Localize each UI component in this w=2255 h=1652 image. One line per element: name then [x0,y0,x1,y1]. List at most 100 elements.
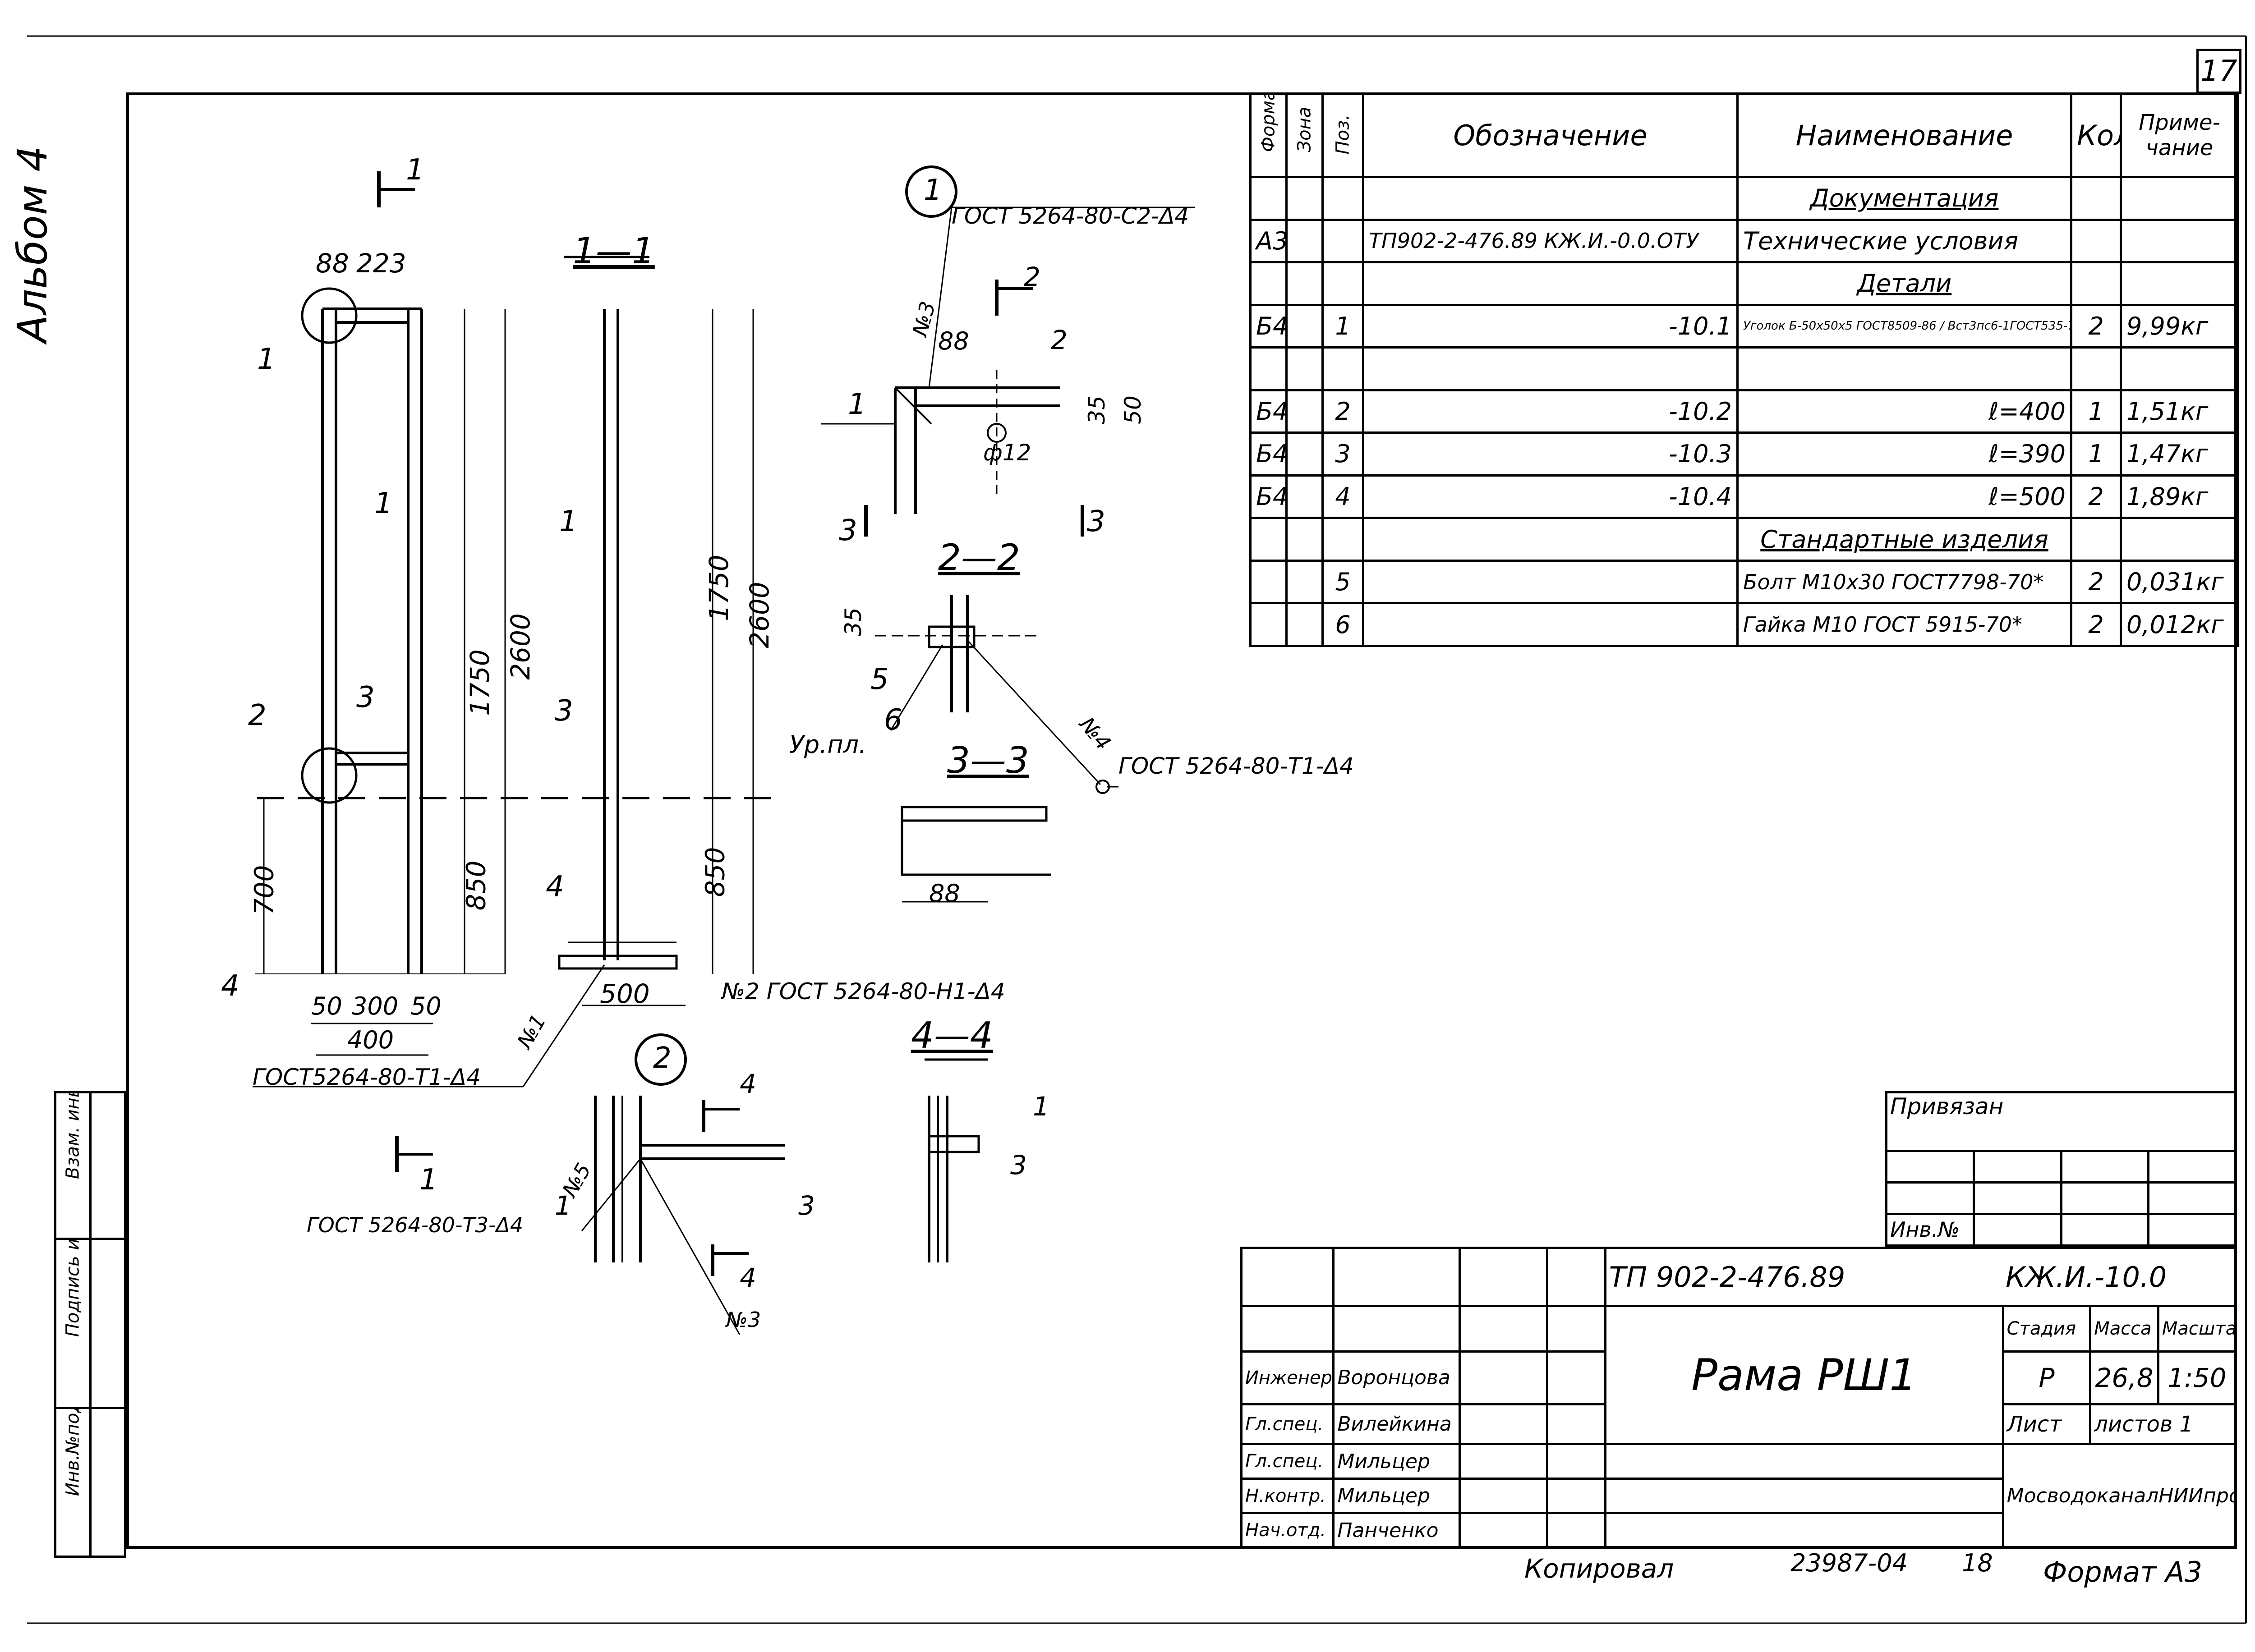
organization: МосводоканалНИИпроект [2002,1443,2237,1549]
callout-pos-3-node2: 3 [798,1190,815,1221]
tied-inv: Инв.№ [1885,1212,1975,1247]
footer-sheet: 18 [1962,1549,1993,1577]
dim-300: 300 [352,992,399,1020]
stage-value: Р [2002,1350,2092,1406]
dim-88-section3: 88 [929,879,960,908]
side-stamp-cell: Инв.№подл. [54,1407,92,1558]
node-1-label: 1 [924,174,942,207]
header-zone: Зона [1285,92,1324,178]
spec-header-row: Формат Зона Поз. Обозначение Наименовани… [1249,92,2239,178]
dim-400: 400 [347,1026,394,1054]
cut-mark-2b: 2 [1051,325,1068,355]
header-format: Формат [1249,92,1288,178]
mass-header: Масса [2089,1305,2159,1353]
person-name: Воронцова [1332,1350,1461,1406]
callout-pos-2: 2 [248,699,267,732]
dim-2600-b: 2600 [744,582,775,648]
role: Гл.спец. [1240,1443,1335,1480]
weld-note-t3: ГОСТ 5264-80-Т3-Δ4 [307,1213,524,1237]
tied-title: Привязан [1885,1091,2236,1152]
callout-pos-1-section: 1 [559,505,578,538]
level-label: Ур.пл. [789,730,867,759]
specification-table: Формат Зона Поз. Обозначение Наименовани… [1249,92,2239,647]
dim-35-node2: 35 [840,607,866,636]
project-code: ТП 902-2-476.89 [1604,1246,2003,1308]
table-row: Стандартные изделия [1249,517,2239,562]
weld-num-3b: №3 [726,1308,761,1332]
section-1-1-title: 1—1 [573,230,655,272]
role: Инженер [1240,1350,1335,1406]
tied-block: Привязан Инв.№ [1885,1091,2237,1247]
dim-850-b: 850 [700,847,731,897]
person-name: Панченко [1332,1512,1461,1549]
cut-mark-1-top: 1 [406,153,424,187]
section-4-4-title: 4—4 [911,1014,993,1056]
weld-note-t1-base: ГОСТ5264-80-Т1-Δ4 [253,1064,481,1090]
callout-pos-3-section4: 3 [1010,1150,1027,1180]
callout-pos-1-section4: 1 [1033,1091,1049,1122]
section-heading: Детали [1736,261,2072,306]
section-3-3-title: 3—3 [947,739,1029,781]
callout-pos-3: 3 [356,681,375,714]
node-2-label: 2 [653,1042,672,1075]
role: Н.контр. [1240,1477,1335,1514]
dim-d12: ф12 [983,440,1031,466]
drawing-title: Рама РШ1 [1604,1305,2004,1446]
callout-pos-1-node1: 1 [848,388,866,421]
table-row [1249,346,2239,391]
callout-pos-5: 5 [870,663,889,696]
header-note: Приме-чание [2120,92,2239,178]
footer-format: Формат А3 [2043,1556,2203,1588]
weld-note-c2: ГОСТ 5264-80-С2-Δ4 [952,203,1189,229]
dim-88: 88 [316,248,349,279]
sheets-count: листов 1 [2089,1403,2237,1446]
role: Нач.отд. [1240,1512,1335,1549]
weld-note-h1: №2 ГОСТ 5264-80-Н1-Δ4 [722,978,1005,1005]
mass-value: 26,8 [2089,1350,2159,1406]
dim-50-right: 50 [410,992,442,1020]
person-name: Вилейкина [1332,1403,1461,1446]
cut-mark-1-bottom: 1 [419,1163,438,1197]
dim-223: 223 [356,248,406,279]
callout-pos-3-section: 3 [555,694,573,728]
side-stamp: Взам. инв.№ Подпись и дата Инв.№подл. [54,1091,126,1558]
cut-mark-2: 2 [1024,262,1040,292]
sheet-label: Лист [2002,1403,2092,1446]
weld-note-t1: ГОСТ 5264-80-Т1-Δ4 [1118,753,1354,779]
title-block: ТП 902-2-476.89 КЖ.И.-10.0 Рама РШ1 Стад… [1240,1246,2237,1549]
stage-header: Стадия [2002,1305,2092,1353]
dim-700: 700 [249,865,280,915]
person-name: Мильцер [1332,1443,1461,1480]
scale-header: Масштаб [2157,1305,2237,1353]
side-stamp-cell: Подпись и дата [54,1238,92,1409]
callout-pos-4: 4 [221,969,239,1003]
drawing-frame [126,92,2237,1549]
callout-pos-6: 6 [884,703,902,737]
table-row: Детали [1249,261,2239,306]
person-name: Мильцер [1332,1477,1461,1514]
scale-value: 1:50 [2157,1350,2237,1406]
dim-50-node1: 50 [1119,395,1146,424]
dim-1750: 1750 [464,649,495,716]
cut-mark-4-top: 4 [740,1069,756,1099]
header-designation: Обозначение [1362,92,1739,178]
footer-copied: Копировал [1524,1553,1674,1584]
section-2-2-title: 2—2 [938,537,1020,578]
dim-1750-b: 1750 [703,555,734,621]
dim-500: 500 [600,978,650,1009]
callout-pos-1-post: 1 [374,487,393,520]
dim-50-left: 50 [311,992,342,1020]
role: Гл.спец. [1240,1403,1335,1446]
dim-850: 850 [460,860,492,911]
side-stamp-cell: Взам. инв.№ [54,1091,92,1240]
cut-mark-3b: 3 [1087,505,1105,538]
document-code: КЖ.И.-10.0 [2003,1246,2237,1308]
callout-pos-1: 1 [257,343,276,376]
